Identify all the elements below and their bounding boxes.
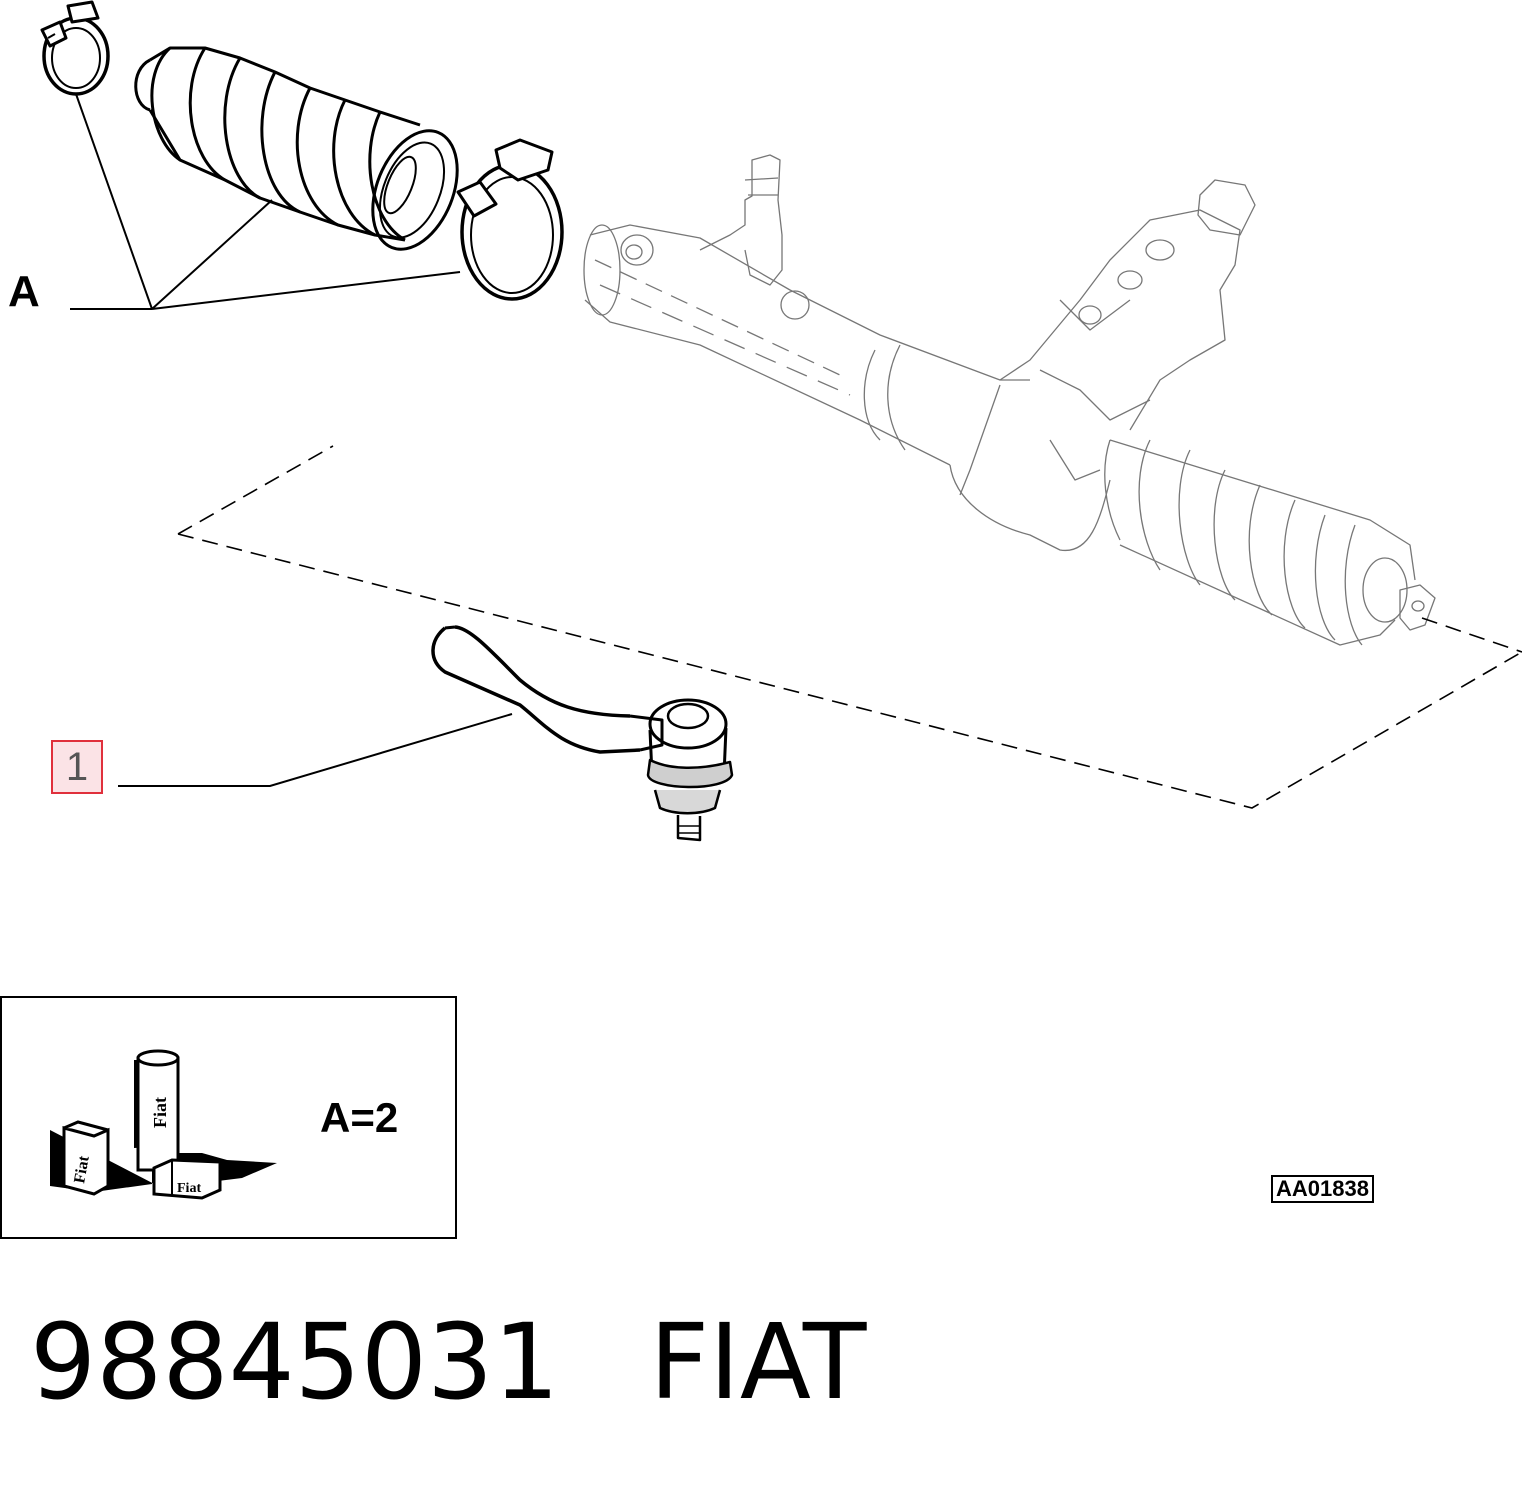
fiat-parts-kit-icon: Fiat Fiat Fiat xyxy=(50,1049,277,1200)
exploded-view-frame xyxy=(177,445,1522,809)
large-clamp xyxy=(456,138,564,301)
kit-legend-box: Fiat Fiat Fiat A=2 xyxy=(0,996,457,1239)
callout-a-leaders xyxy=(70,93,461,310)
bellows-boot xyxy=(134,46,459,251)
tie-rod-end xyxy=(431,625,734,842)
part-identification: 98845031 FIAT xyxy=(30,1301,867,1423)
cylinder-brand-text: Fiat xyxy=(150,1097,170,1128)
callout-item-1[interactable]: 1 xyxy=(51,740,103,794)
boot-kit-parts xyxy=(40,0,564,301)
drawing-reference-code: AA01838 xyxy=(1271,1175,1374,1203)
left-box-brand-text: Fiat xyxy=(71,1154,93,1185)
callout-1-leader xyxy=(118,713,513,787)
kit-quantity-label: A=2 xyxy=(320,1094,399,1141)
right-box-brand-text: Fiat xyxy=(177,1181,201,1196)
part-number: 98845031 xyxy=(30,1301,560,1423)
brand-name: FIAT xyxy=(649,1301,867,1423)
steering-rack-assembly xyxy=(583,154,1436,646)
callout-label-a: A xyxy=(8,267,40,316)
small-clamp xyxy=(40,0,110,96)
